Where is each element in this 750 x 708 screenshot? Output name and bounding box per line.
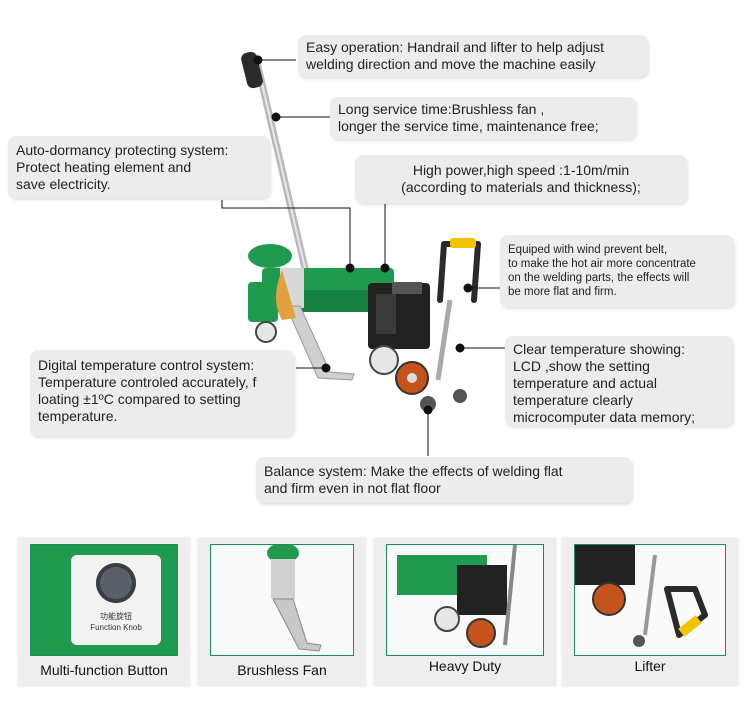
- function-knob-plate: 功能旋钮 Function Knob: [71, 555, 161, 645]
- brushless-fan-icon: [267, 545, 322, 652]
- thumb-multi-function-button: 功能旋钮 Function Knob Multi-function Button: [18, 538, 190, 686]
- callout-digital-temperature: Digital temperature control system: Temp…: [30, 350, 294, 436]
- thumb-image: [386, 544, 544, 656]
- callout-clear-temperature: Clear temperature showing: LCD ,show the…: [505, 336, 733, 426]
- thumb-caption: Brushless Fan: [237, 662, 327, 678]
- thumb-heavy-duty: Heavy Duty: [374, 538, 556, 686]
- lifter: [435, 238, 481, 381]
- knob-label-cn: 功能旋钮: [100, 612, 132, 621]
- thumb-image: 功能旋钮 Function Knob: [30, 544, 178, 656]
- lifter-icon: [575, 545, 708, 647]
- callout-balance-system: Balance system: Make the effects of weld…: [256, 457, 632, 503]
- callout-service-time: Long service time:Brushless fan , longer…: [330, 97, 636, 139]
- callout-high-power: High power,high speed :1-10m/min (accord…: [355, 155, 687, 203]
- thumb-brushless-fan: Brushless Fan: [198, 538, 366, 686]
- callout-auto-dormancy: Auto-dormancy protecting system: Protect…: [8, 136, 270, 198]
- knob-icon: [96, 563, 136, 603]
- thumb-caption: Heavy Duty: [428, 658, 502, 674]
- knob-label-en: Function Knob: [90, 623, 142, 632]
- thumb-image: [574, 544, 726, 656]
- thumb-lifter: Lifter: [562, 538, 738, 686]
- thumb-caption: Multi-function Button: [40, 662, 168, 678]
- thumb-caption: Lifter: [634, 658, 666, 674]
- callout-easy-operation: Easy operation: Handrail and lifter to h…: [298, 35, 648, 77]
- callout-wind-belt: Equiped with wind prevent belt, to make …: [500, 235, 734, 307]
- thumb-image: [210, 544, 354, 656]
- machine-illustration: [221, 51, 505, 456]
- heavy-duty-icon: [397, 545, 517, 648]
- leader-lines: [221, 55, 505, 456]
- hot-air-gun: [248, 244, 355, 381]
- handrail: [241, 51, 309, 272]
